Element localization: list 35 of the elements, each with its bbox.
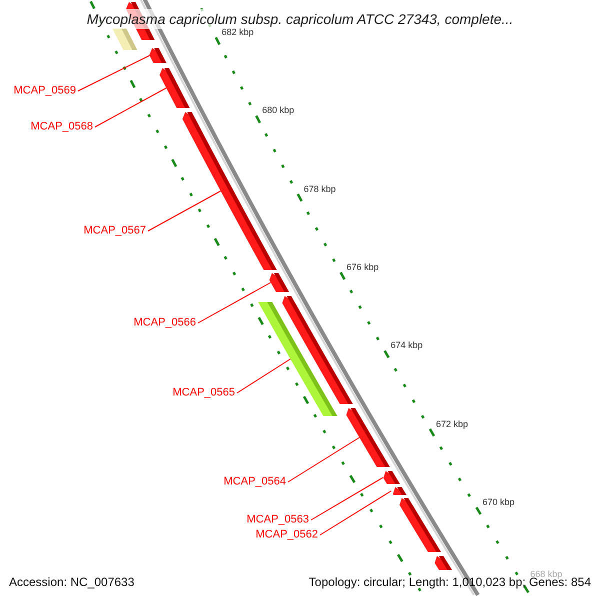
gene-segment: [400, 498, 441, 552]
scale-label: 680 kbp: [262, 105, 294, 116]
leader-line: [94, 88, 167, 128]
leader-line: [310, 477, 384, 520]
gene-label: MCAP_0562: [256, 528, 318, 542]
leader-line: [320, 490, 392, 536]
scale-label: 682 kbp: [222, 27, 254, 37]
gene-segment: [392, 487, 406, 495]
leader-line: [198, 282, 272, 324]
gene-segment: [149, 48, 166, 63]
gene-label: MCAP_0564: [224, 476, 286, 488]
gene-segment: [182, 112, 277, 270]
gene-label: MCAP_0563: [246, 514, 309, 526]
gene-bar: [112, 28, 138, 50]
scale-label: 678 kbp: [304, 184, 336, 194]
leader-line: [78, 55, 150, 92]
leader-line: [148, 190, 222, 232]
gene-label: MCAP_0565: [172, 386, 235, 400]
gene-bar: [258, 302, 338, 416]
gene-segment: [383, 471, 400, 484]
accession-text: Accession: NC_007633: [9, 575, 134, 590]
gene-segment: [269, 273, 290, 292]
gene-segment: [434, 556, 452, 570]
scale-label: 674 kbp: [390, 340, 423, 350]
gene-segment: [160, 68, 190, 108]
gene-segment: [346, 408, 390, 467]
leader-line: [236, 358, 291, 394]
scale-label: 676 kbp: [346, 262, 379, 272]
gene-label: MCAP_0569: [14, 84, 76, 98]
leader-line: [288, 437, 360, 482]
gene-label: MCAP_0566: [134, 316, 196, 330]
gene-label: MCAP_0567: [84, 224, 146, 238]
gene-label: MCAP_0568: [30, 120, 93, 134]
scale-label: 672 kbp: [436, 418, 468, 428]
scale-label: 670 kbp: [482, 496, 515, 507]
